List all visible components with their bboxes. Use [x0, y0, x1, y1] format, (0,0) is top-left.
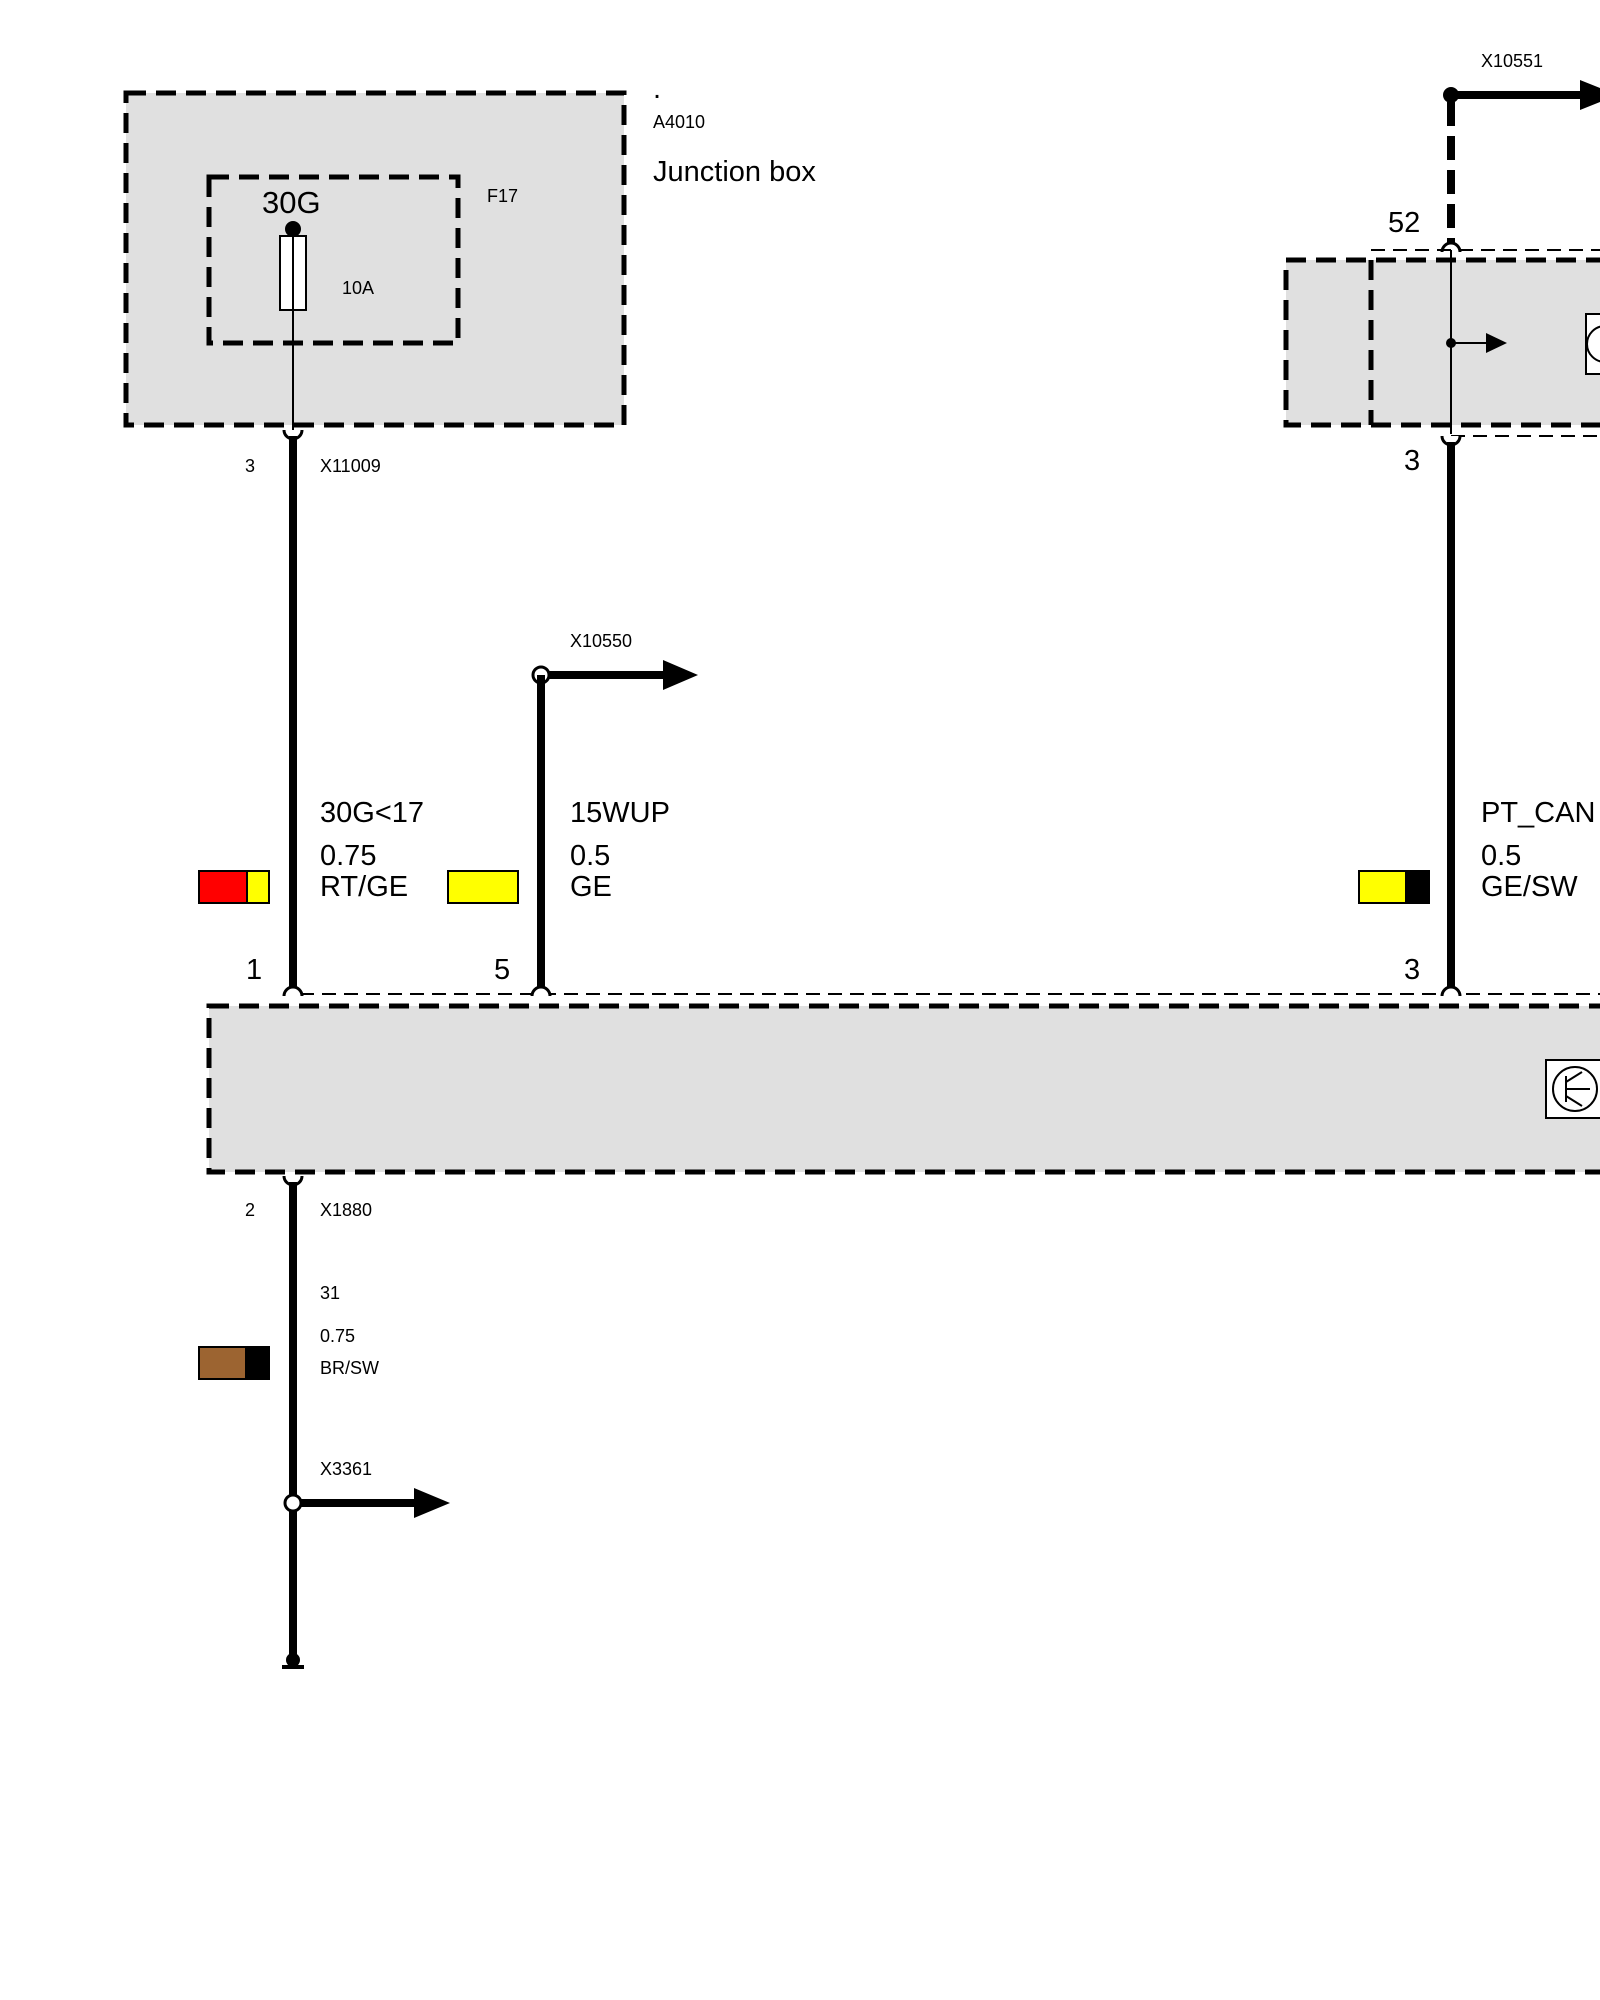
arrow-right-icon [414, 1488, 450, 1518]
wire-15wup-color-swatch [447, 870, 519, 904]
fuse-holder [206, 174, 461, 346]
wire-30g-color-code: RT/GE [320, 871, 408, 903]
wire-31-size: 0.75 [320, 1326, 355, 1346]
junction-box-name: Junction box [653, 156, 816, 188]
wire-pt-can-signal: PT_CAN [1481, 797, 1595, 829]
fuse-id-label: F17 [487, 186, 518, 206]
wire-31-color-swatch [198, 1346, 270, 1380]
connector-x11009-pin-number: 3 [245, 456, 255, 476]
wire-pt-can-size: 0.5 [1481, 840, 1521, 872]
splice-x3361-label: X3361 [320, 1459, 372, 1479]
wire-15wup-size: 0.5 [570, 840, 610, 872]
wire-pt-can-color-swatch [1358, 870, 1430, 904]
connector-x10550-arrow[interactable] [531, 660, 698, 994]
main-module-pin-1 [282, 985, 304, 997]
junction-box [123, 90, 627, 428]
right-module-bottom-pin: 3 [1404, 445, 1420, 477]
transistor-icon [1585, 313, 1600, 375]
transistor-icon [1545, 1059, 1600, 1119]
internal-signal-arrow [1446, 333, 1507, 353]
fuse-rating-label: 10A [342, 278, 374, 298]
connector-x1880-label: X1880 [320, 1200, 372, 1220]
wire-15wup-module-pin: 5 [494, 954, 510, 986]
ground-pin-number: 2 [245, 1200, 255, 1220]
wire-30g-color-swatch [198, 870, 270, 904]
arrow-right-icon [663, 660, 698, 690]
wire-31-signal: 31 [320, 1283, 340, 1303]
connector-x10551-arrow[interactable] [1443, 80, 1600, 110]
right-module-top-pin: 52 [1388, 207, 1420, 239]
junction-box-dot: . [653, 73, 661, 105]
main-module-pin-5 [530, 985, 552, 997]
splice-x3361-arrow[interactable] [283, 1488, 450, 1518]
connector-x10551-label: X10551 [1481, 51, 1543, 71]
wire-pt-can-module-pin: 3 [1404, 954, 1420, 986]
fuse-terminal-label: 30G [262, 185, 321, 220]
wire-30g-size: 0.75 [320, 840, 376, 872]
fuse-icon [279, 221, 307, 430]
connector-x10550-label: X10550 [570, 631, 632, 651]
wire-31-color-code: BR/SW [320, 1358, 379, 1378]
wire-15wup-signal: 15WUP [570, 797, 670, 829]
wire-30g-module-pin: 1 [246, 954, 262, 986]
wire-pt-can-color-code: GE/SW [1481, 871, 1578, 903]
right-module [1283, 257, 1600, 428]
connector-x11009-label: X11009 [320, 456, 381, 476]
main-module-pin-3 [1440, 985, 1462, 997]
junction-box-id: A4010 [653, 112, 705, 132]
ground-terminal-icon [282, 1653, 304, 1669]
arrow-right-icon [1580, 80, 1600, 110]
wire-15wup-color-code: GE [570, 871, 612, 903]
main-control-module [206, 1003, 1600, 1175]
wire-30g-signal: 30G<17 [320, 797, 424, 829]
